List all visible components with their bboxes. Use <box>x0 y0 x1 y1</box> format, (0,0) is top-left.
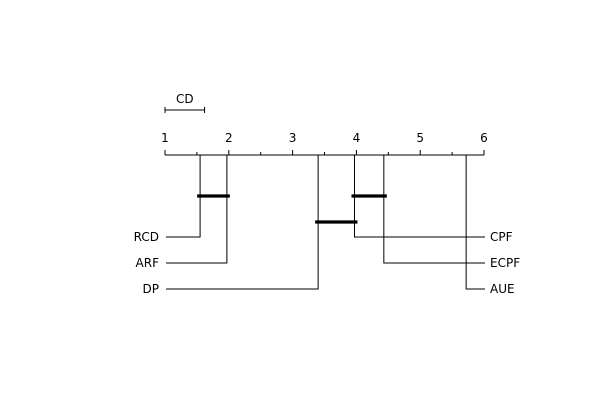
method-connector <box>166 155 201 238</box>
method-label: DP <box>143 282 159 296</box>
method-label: ARF <box>136 256 160 270</box>
method-lines: RCD ARF DP CPF ECPF AUE <box>134 155 520 296</box>
method-connector <box>166 155 319 290</box>
axis-tick-label: 4 <box>353 131 361 145</box>
axis-tick-label: 6 <box>480 131 488 145</box>
method-label: AUE <box>490 282 515 296</box>
method-label: CPF <box>490 230 513 244</box>
axis-tick-label: 5 <box>416 131 424 145</box>
method-connector <box>465 155 485 290</box>
method-connector <box>166 155 228 264</box>
method-connector <box>383 155 485 264</box>
cd-label: CD <box>176 92 194 106</box>
axis-tick-label: 3 <box>289 131 297 145</box>
method-label: ECPF <box>490 256 520 270</box>
axis-tick-label: 1 <box>161 131 169 145</box>
cd-scale: CD <box>164 92 206 113</box>
method-label: RCD <box>134 230 159 244</box>
method-connector <box>353 155 485 238</box>
clique-bars <box>197 194 387 224</box>
rank-axis: 1 2 3 4 5 6 <box>161 131 488 156</box>
axis-tick-label: 2 <box>225 131 233 145</box>
